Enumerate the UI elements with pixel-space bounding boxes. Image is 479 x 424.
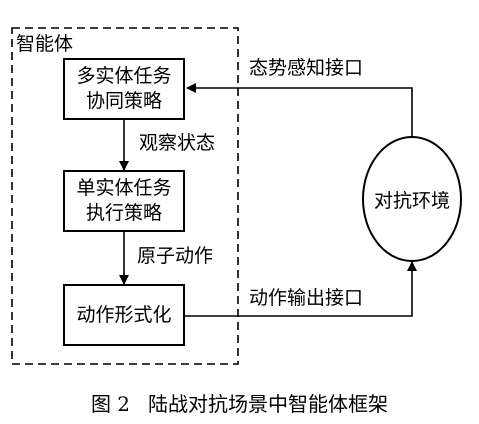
single-entity-line1: 单实体任务 bbox=[76, 177, 172, 199]
action-formalization-box: 动作形式化 bbox=[63, 284, 185, 346]
single-entity-line2: 执行策略 bbox=[85, 202, 162, 224]
environment-label: 对抗环境 bbox=[373, 189, 450, 212]
figure-title: 陆战对抗场景中智能体框架 bbox=[148, 392, 389, 416]
edge-label-observe-state: 观察状态 bbox=[139, 132, 216, 154]
multi-entity-line2: 协同策略 bbox=[85, 90, 162, 112]
agent-container-label: 智能体 bbox=[16, 33, 74, 55]
multi-entity-strategy-box: 多实体任务 协同策略 bbox=[63, 58, 185, 120]
edge-label-atomic-action: 原子动作 bbox=[137, 245, 214, 267]
single-entity-strategy-box: 单实体任务 执行策略 bbox=[63, 170, 185, 232]
arrow-action-to-environment bbox=[185, 261, 417, 317]
figure-number: 图 2 bbox=[90, 392, 131, 416]
multi-entity-line1: 多实体任务 bbox=[76, 65, 172, 87]
edge-label-action-output-interface: 动作输出接口 bbox=[249, 287, 364, 309]
action-formalization-line1: 动作形式化 bbox=[76, 303, 172, 326]
figure-caption: 图 2 陆战对抗场景中智能体框架 bbox=[0, 391, 479, 417]
arrow-environment-to-multi bbox=[186, 83, 413, 136]
agent-container-border bbox=[11, 27, 239, 365]
edge-label-situation-interface: 态势感知接口 bbox=[249, 57, 364, 79]
adversarial-environment-circle: 对抗环境 bbox=[362, 136, 462, 262]
